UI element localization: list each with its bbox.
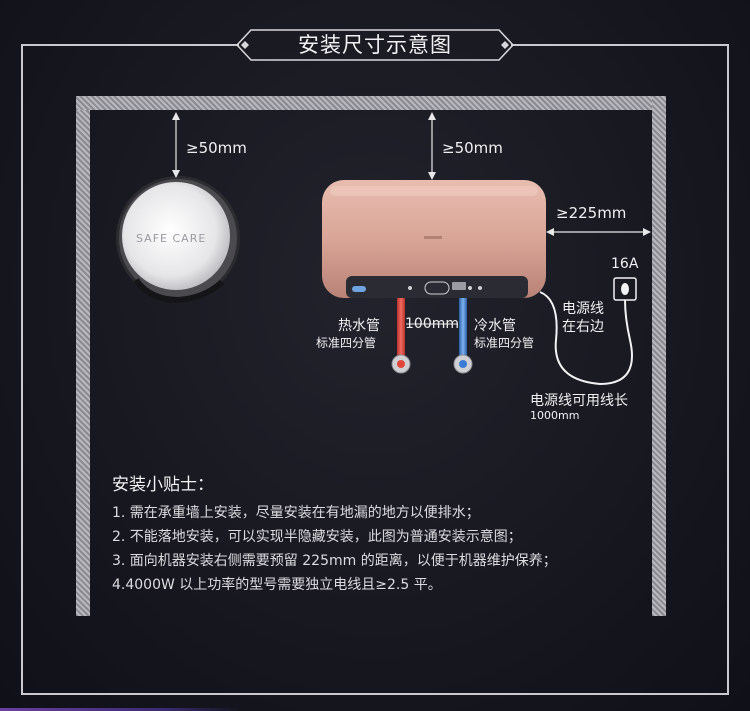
side-view-heater xyxy=(116,176,240,304)
right-clearance-arrow xyxy=(546,228,651,236)
right-clearance-label: ≥225mm xyxy=(556,204,627,222)
cold-pipe-label: 冷水管 xyxy=(474,318,516,334)
bottom-accent-strip xyxy=(0,708,240,711)
power-side-label-1: 电源线 xyxy=(562,301,604,317)
hot-pipe-sub: 标准四分管 xyxy=(316,336,377,350)
front-clearance-label: ≥50mm xyxy=(442,139,503,157)
hot-water-pipe xyxy=(391,298,411,374)
frame-top-left-line xyxy=(21,44,239,46)
cold-water-pipe xyxy=(453,298,473,374)
power-cord xyxy=(539,291,633,386)
pipe-spacing-label: 100mm xyxy=(405,316,459,332)
tip-item-2: 2. 不能落地安装，可以实现半隐藏安装，此图为普通安装示意图； xyxy=(112,529,522,545)
title-banner: 安装尺寸示意图 xyxy=(235,28,515,62)
side-clearance-label: ≥50mm xyxy=(186,139,247,157)
tip-item-1: 1. 需在承重墙上安装，尽量安装在有地漏的地方以便排水； xyxy=(112,505,480,521)
tip-item-3: 3. 面向机器安装右侧需要预留 225mm 的距离，以便于机器维护保养； xyxy=(112,553,557,569)
side-clearance-arrow xyxy=(172,112,180,178)
frame-top-right-line xyxy=(511,44,729,46)
power-outlet-icon xyxy=(613,277,637,301)
cold-pipe-sub: 标准四分管 xyxy=(474,336,535,350)
wall-left xyxy=(76,96,90,616)
page-title: 安装尺寸示意图 xyxy=(298,33,452,57)
wall-top xyxy=(76,96,666,110)
outer-frame xyxy=(21,44,729,695)
front-clearance-arrow xyxy=(428,112,436,180)
install-tips: 安装小贴士： 1. 需在承重墙上安装，尽量安装在有地漏的地方以便排水； 2. 不… xyxy=(112,470,557,597)
wall-right xyxy=(652,96,666,616)
hot-pipe-label: 热水管 xyxy=(338,318,380,334)
tip-item-4: 4.4000W 以上功率的型号需要独立电线且≥2.5 平。 xyxy=(112,577,442,593)
side-view-brand: SAFE CARE xyxy=(136,232,207,245)
power-side-label-2: 在右边 xyxy=(562,319,604,335)
power-length-value: 1000mm xyxy=(530,409,580,422)
title-banner-border xyxy=(235,29,515,61)
outlet-rating: 16A xyxy=(611,256,639,272)
tips-heading: 安装小贴士： xyxy=(112,475,214,495)
water-heater-tank xyxy=(322,180,546,298)
power-length-label: 电源线可用线长 xyxy=(530,393,628,409)
